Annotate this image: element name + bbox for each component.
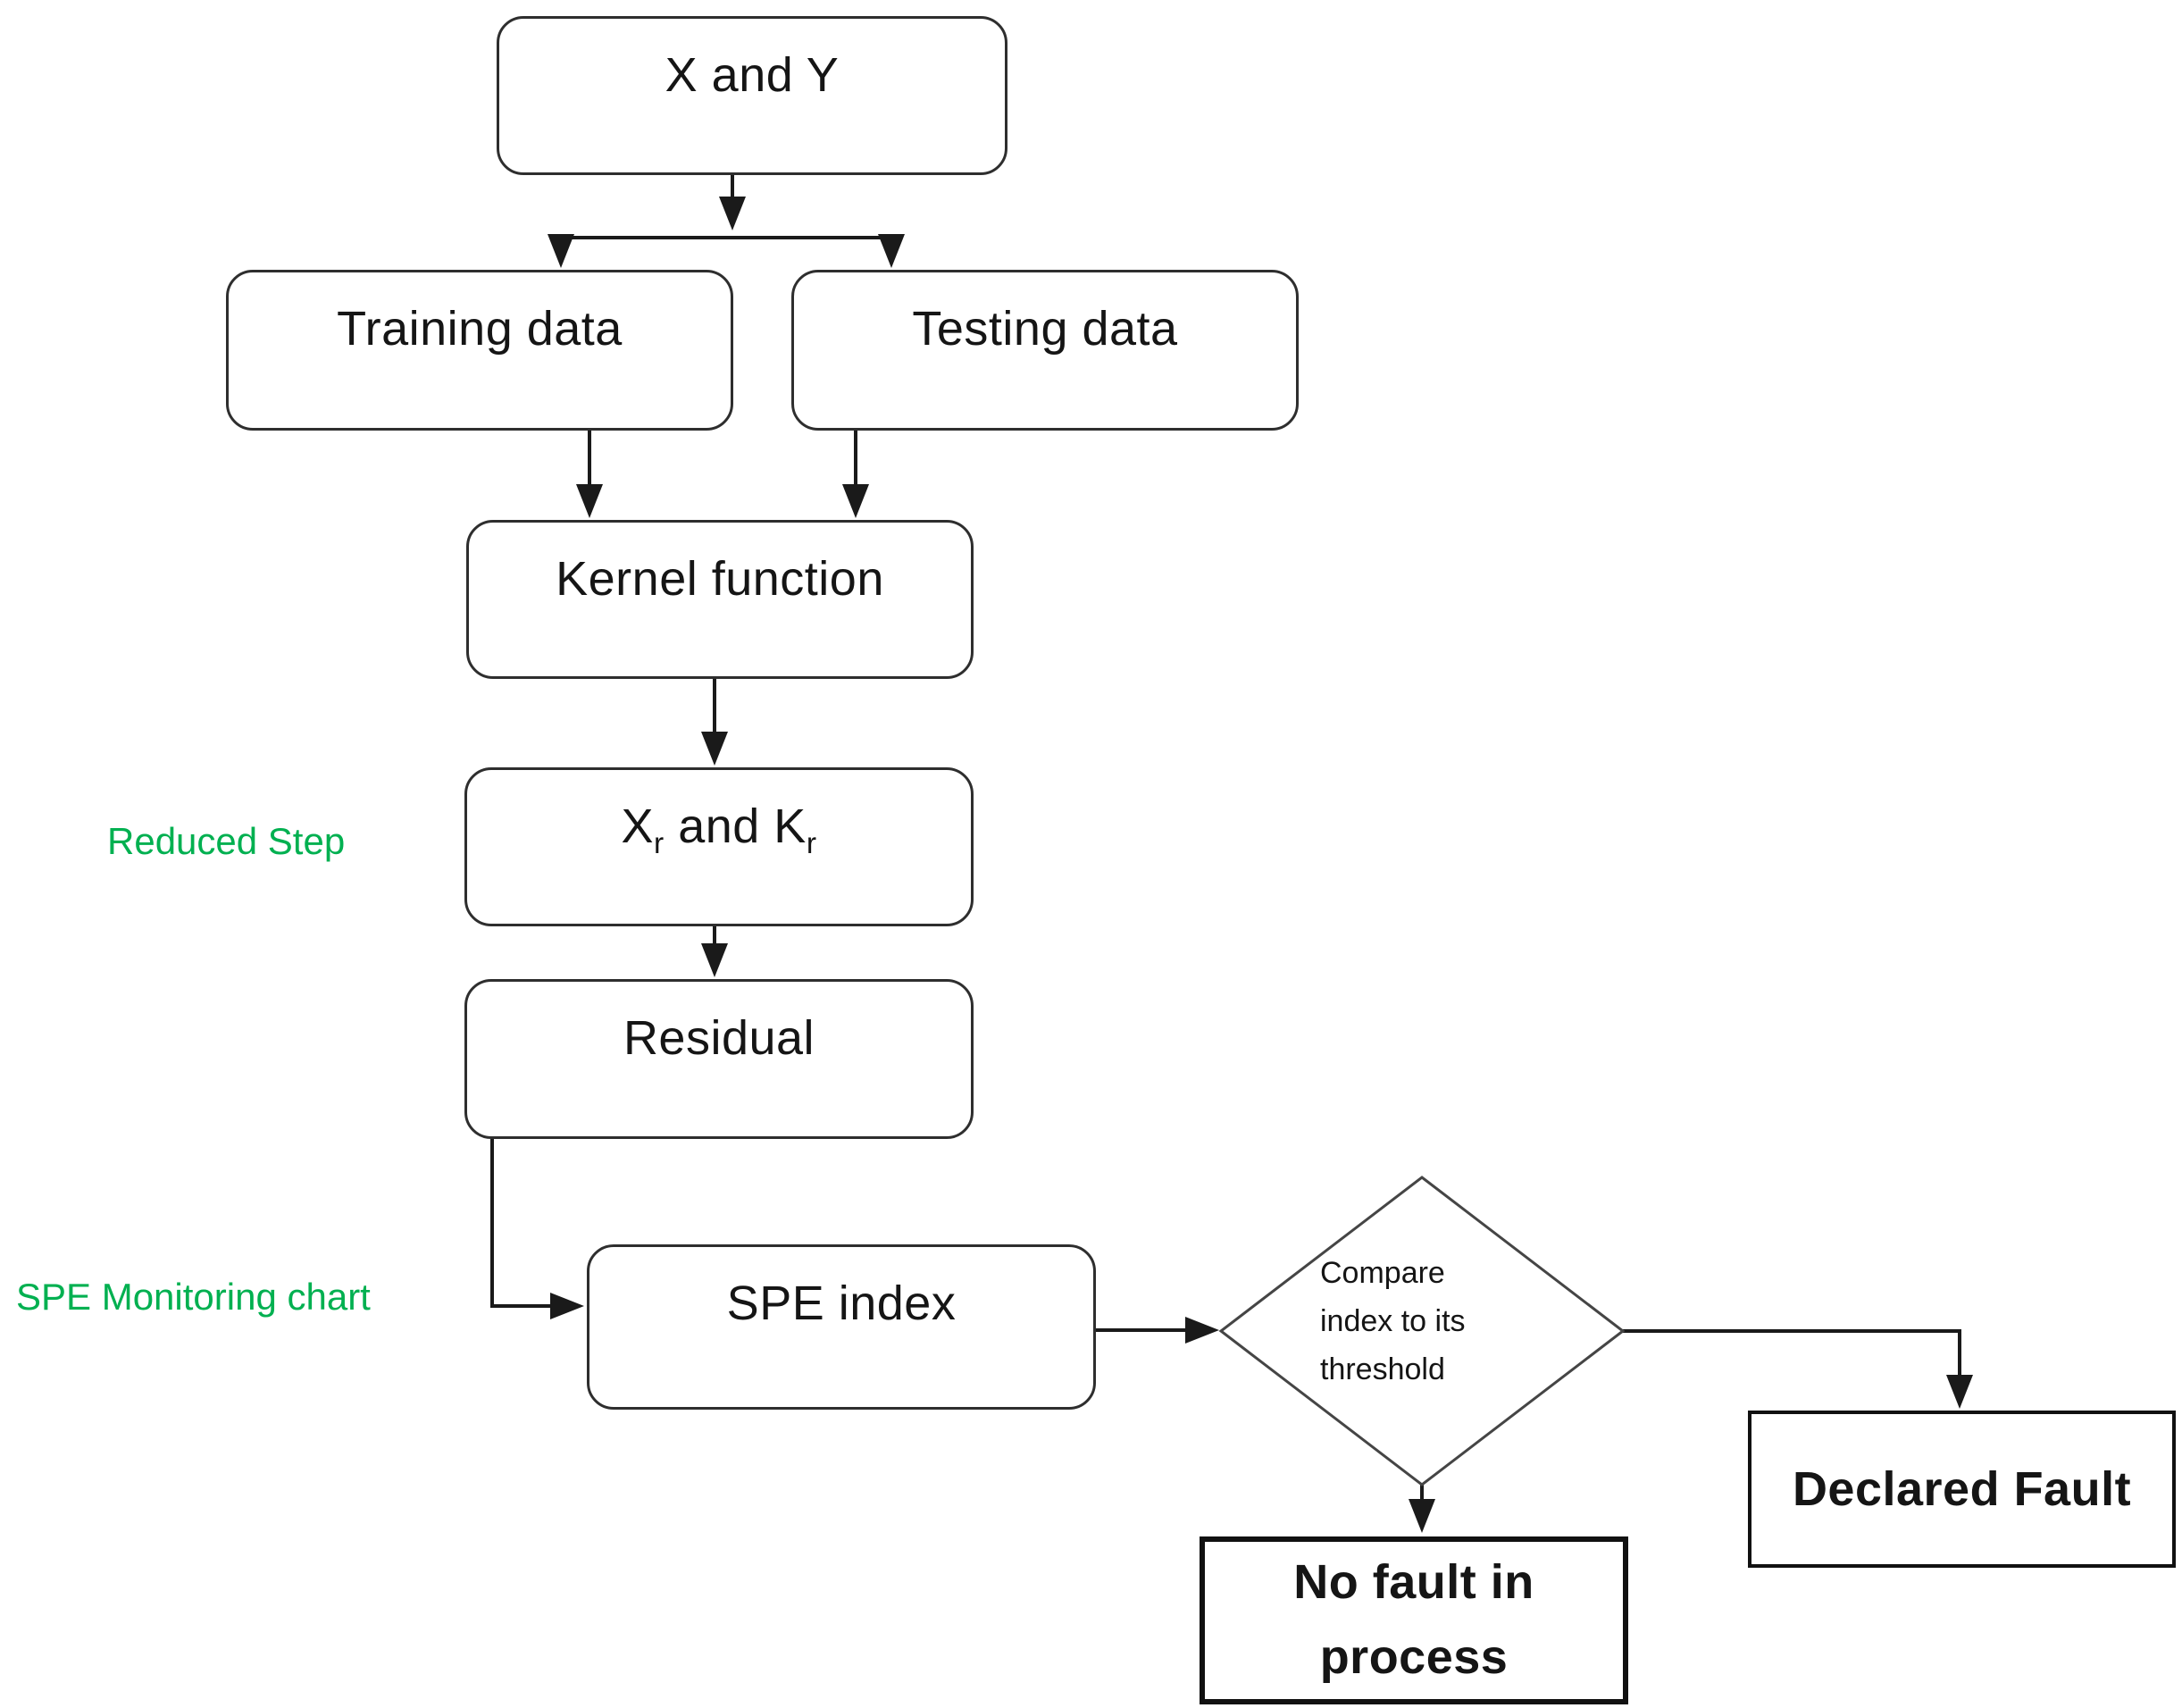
arrowhead-xr-to-residual [701, 943, 728, 977]
decision-diamond-label: Compare index to its threshold [1320, 1256, 1466, 1386]
arrowhead-kernel-to-xr [701, 732, 728, 766]
kr-base: K [773, 800, 807, 853]
xr-mid-text: and [664, 800, 774, 853]
node-testing-data-label: Testing data [912, 302, 1178, 356]
kr-subscript: r [806, 826, 817, 860]
arrow-decision-to-declared-line [1623, 1329, 1961, 1377]
arrowhead-decision-to-declared [1946, 1375, 1973, 1409]
node-no-fault-in-process-label: No fault in process [1293, 1555, 1534, 1684]
arrow-residual-to-spe-line [490, 1139, 554, 1308]
node-spe-index-label: SPE index [726, 1277, 957, 1330]
xr-base: X [621, 800, 655, 853]
arrowhead-training-to-kernel [576, 484, 603, 518]
node-training-data: Training data [226, 270, 733, 431]
arrowhead-xy-to-split [719, 197, 746, 230]
annotation-reduced-step: Reduced Step [107, 820, 346, 862]
node-x-and-y: X and Y [497, 16, 1007, 175]
arrowhead-decision-to-nofault [1409, 1499, 1435, 1533]
decision-diamond-shape [1218, 1176, 1626, 1486]
node-no-fault-in-process: No fault in process [1200, 1536, 1628, 1704]
node-xr-and-kr: Xr and Kr [464, 767, 974, 926]
arrowhead-testing-to-kernel [842, 484, 869, 518]
arrowhead-spe-to-decision [1185, 1317, 1219, 1344]
node-spe-index: SPE index [587, 1244, 1096, 1410]
node-kernel-function: Kernel function [466, 520, 974, 679]
node-kernel-function-label: Kernel function [556, 552, 884, 606]
node-declared-fault-label: Declared Fault [1792, 1462, 2132, 1516]
arrowhead-split-to-training [548, 234, 574, 268]
xr-subscript: r [654, 826, 665, 860]
node-declared-fault: Declared Fault [1748, 1411, 2176, 1568]
node-training-data-label: Training data [337, 302, 623, 356]
node-testing-data: Testing data [791, 270, 1299, 431]
node-x-and-y-label: X and Y [665, 48, 840, 102]
annotation-spe-monitoring-chart: SPE Monitoring chart [16, 1276, 371, 1318]
node-residual-label: Residual [623, 1011, 815, 1065]
node-xr-and-kr-label: Xr and Kr [621, 799, 817, 858]
node-residual: Residual [464, 979, 974, 1139]
arrowhead-split-to-testing [878, 234, 905, 268]
arrowhead-residual-to-spe [550, 1293, 584, 1319]
